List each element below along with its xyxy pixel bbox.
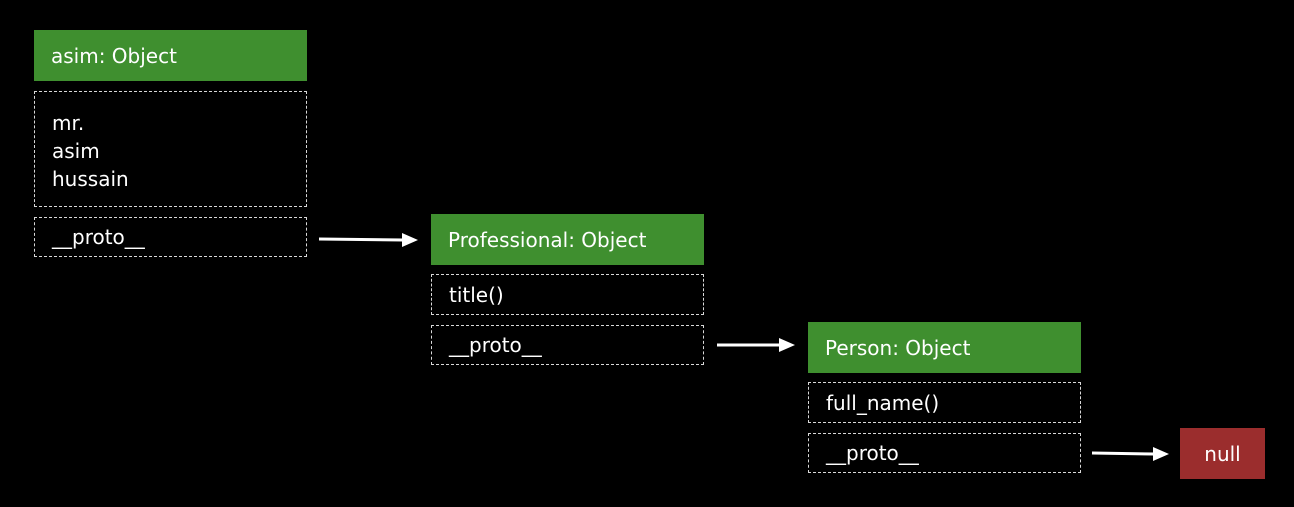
person-object-header: Person: Object xyxy=(808,322,1081,373)
arrow-professional-to-person xyxy=(717,338,795,352)
person-method-box: full_name() xyxy=(808,382,1081,423)
person-proto-box: __proto__ xyxy=(808,433,1081,473)
professional-proto-box: __proto__ xyxy=(431,325,704,365)
person-proto-label: __proto__ xyxy=(826,441,919,465)
null-terminal-label: null xyxy=(1204,441,1241,466)
person-method-label: full_name() xyxy=(826,390,940,415)
asim-property-2: asim xyxy=(52,139,100,163)
professional-method-label: title() xyxy=(449,282,504,307)
null-terminal-box: null xyxy=(1180,428,1265,479)
professional-proto-label: __proto__ xyxy=(449,333,542,357)
asim-proto-box: __proto__ xyxy=(34,217,307,257)
person-object-title: Person: Object xyxy=(825,335,971,360)
professional-object-header: Professional: Object xyxy=(431,214,704,265)
asim-property-1: mr. xyxy=(52,111,85,135)
professional-method-box: title() xyxy=(431,274,704,315)
asim-property-3: hussain xyxy=(52,167,129,191)
asim-object-title: asim: Object xyxy=(51,43,177,68)
asim-object-header: asim: Object xyxy=(34,30,307,81)
professional-object-title: Professional: Object xyxy=(448,227,647,252)
arrow-asim-to-professional xyxy=(318,233,418,247)
asim-properties-box: mr. asim hussain xyxy=(34,91,307,207)
arrow-person-to-null xyxy=(1091,447,1169,461)
asim-proto-label: __proto__ xyxy=(52,225,145,249)
